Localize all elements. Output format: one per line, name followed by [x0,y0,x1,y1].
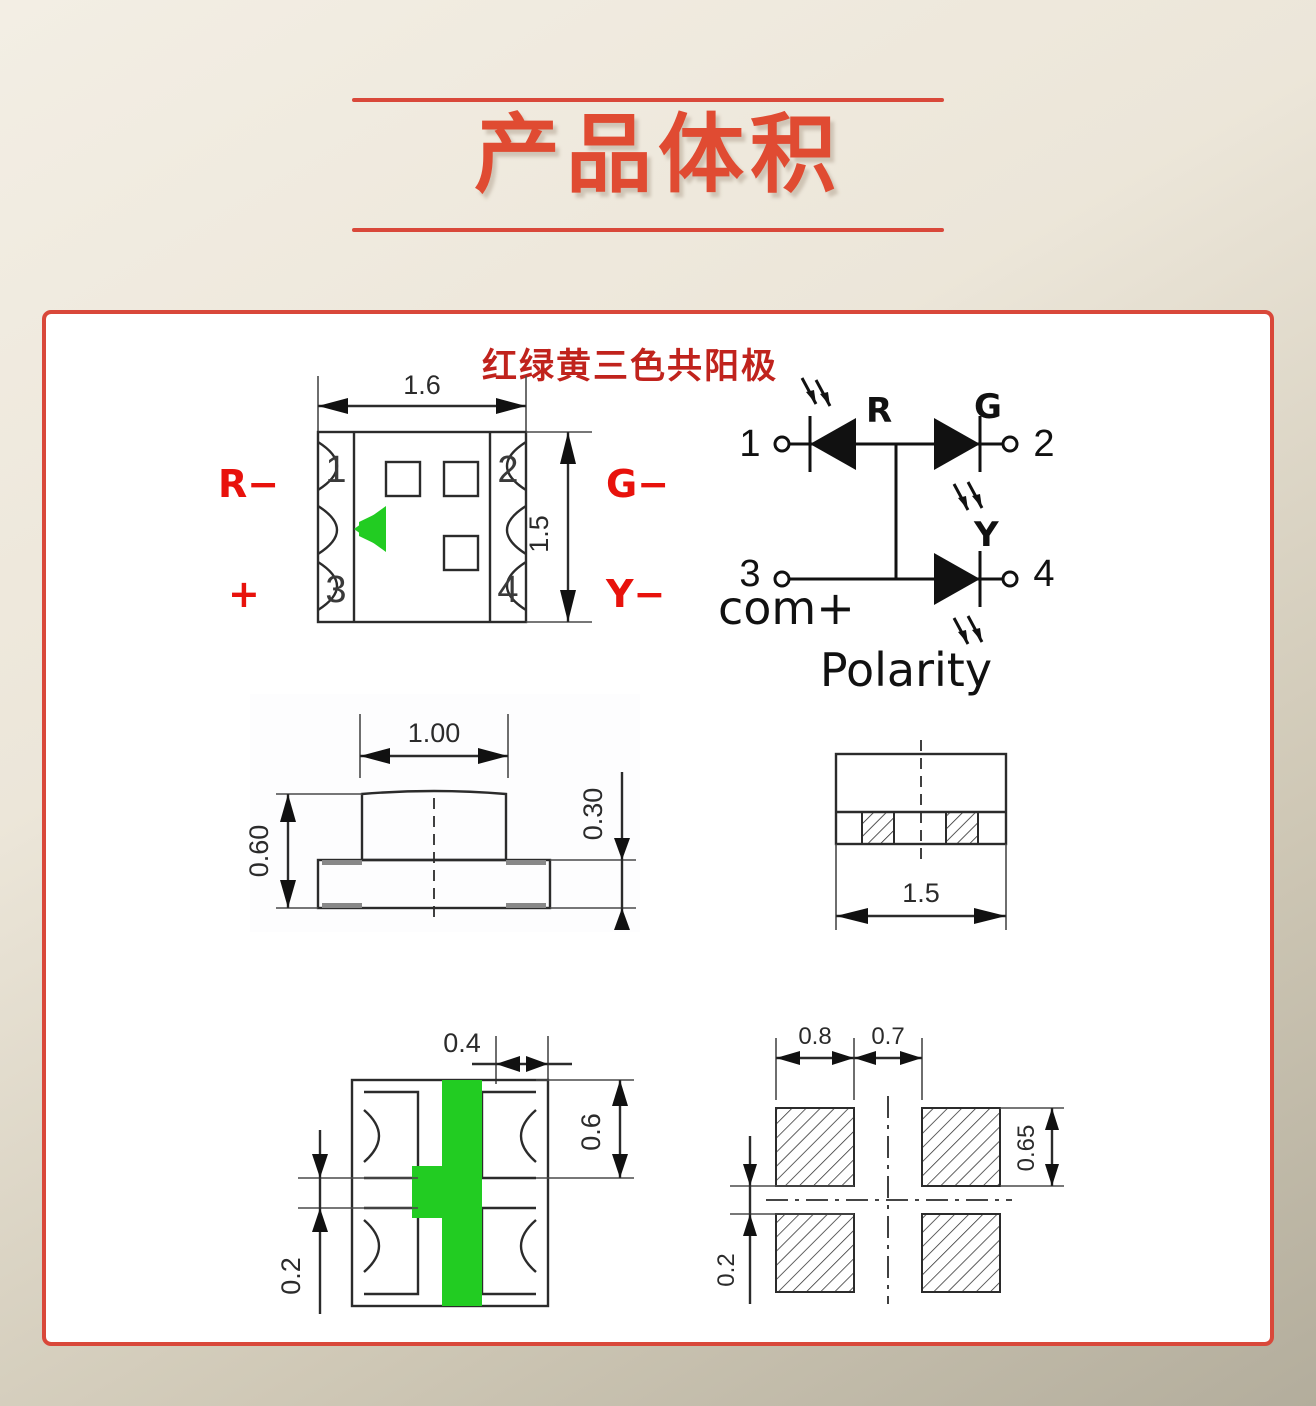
page-title: 产品体积 [474,105,842,205]
figure-pad-layout: 0.8 0.7 0.65 [713,1014,1116,1334]
schematic-common-label: com+ [718,581,855,635]
title-rule-top [352,98,944,102]
side-view-base-height-value: 0.30 [578,788,608,841]
pin-number-3: 3 [325,569,346,611]
pin-number-1: 1 [325,449,346,491]
solder-pad-bottom-right [921,1213,1001,1293]
terminal-pin-2 [1001,435,1019,453]
title-rule-bottom [352,228,944,232]
bottom-view-stripe-width-value: 0.4 [443,1028,481,1058]
terminal-pin-4 [1001,570,1019,588]
schematic-pin-4: 4 [1033,553,1054,595]
solder-pad-top-right [921,1107,1001,1187]
end-view-width-value: 1.5 [902,878,940,908]
page-header: 产品体积 [0,0,1316,300]
terminal-pin-3 [773,570,791,588]
schematic-led-r-label: R [866,391,892,431]
schematic-pin-3: 3 [739,553,760,595]
figure-bottom-view: 0.4 0.6 [276,1014,696,1334]
side-view-height-value: 0.60 [244,825,274,878]
top-view-height-value: 1.5 [524,515,554,553]
figure-top-view: 1.6 1 2 3 4 [196,354,676,654]
drawing-panel: 红绿黄三色共阳极 1.6 [42,310,1274,1346]
figure-end-view: 1.5 [786,734,1076,954]
terminal-pin-1 [773,435,791,453]
schematic-caption: Polarity [820,643,992,697]
schematic-pin-1: 1 [739,423,760,465]
side-view-top-width-value: 1.00 [408,718,461,748]
label-common-positive: + [228,572,260,616]
bottom-view-gap-value: 0.2 [276,1257,306,1295]
green-tab [412,1166,446,1218]
pad-layout-height-value: 0.65 [1013,1125,1040,1172]
label-y-negative: Y− [606,572,666,616]
top-view-width-value: 1.6 [403,370,441,400]
bottom-view-pad-height-value: 0.6 [576,1113,606,1151]
pin-number-4: 4 [497,569,518,611]
pin-number-2: 2 [497,449,518,491]
pad-layout-gap-value: 0.7 [871,1023,904,1050]
schematic-pin-2: 2 [1033,423,1054,465]
figure-polarity-schematic: R G Y 1 2 3 [706,374,1106,704]
schematic-led-y-label: Y [973,515,999,555]
schematic-led-g-label: G [974,387,1002,427]
label-g-negative: G− [606,462,670,506]
pad-layout-vertical-gap-value: 0.2 [713,1253,740,1286]
tricolor-common-anode-note: 红绿黄三色共阳极 [482,346,779,387]
solder-pad-top-left [775,1107,855,1187]
figure-side-view: 1.00 0.60 0.30 [236,694,666,944]
pad-layout-width-value: 0.8 [798,1023,831,1050]
solder-pad-bottom-left [775,1213,855,1293]
label-r-negative: R− [218,462,280,506]
green-stripe [442,1080,482,1306]
